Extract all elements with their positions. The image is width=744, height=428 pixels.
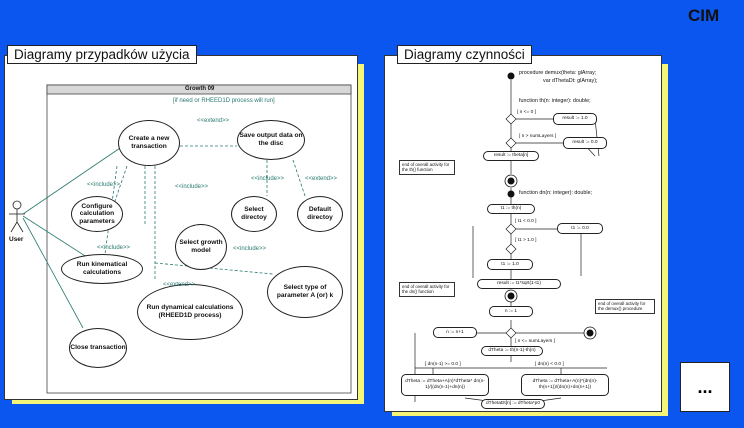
guard-num-layers: [ n > numLayers ] <box>519 134 557 139</box>
guard-dn-prev: [ dn(n-1) >= 0.0 ] <box>425 362 461 367</box>
activity-diagram-panel: Diagramy czynności procedure demux(theta… <box>384 45 662 412</box>
note-th-end: end of overall activity for the th() fun… <box>399 160 455 175</box>
more-button[interactable]: ... <box>680 362 730 412</box>
relation-extend-dynamical: <<extend>> <box>163 282 196 288</box>
guard-t1-negative: [ t1 < 0.0 ] <box>515 219 537 224</box>
use-case-default-directory[interactable]: Default directoy <box>297 196 343 232</box>
relation-include-directory: <<include>> <box>251 176 285 182</box>
procedure-header-line2: var dThetaDt: glArray); <box>543 78 598 84</box>
dtheta-box: dTheta := th(n-1)-th(n) <box>481 346 543 356</box>
t1-box: t1 := th(n) <box>487 204 535 214</box>
guard-n-zero: [ n <= 0 ] <box>517 110 536 115</box>
use-case-select-parameter[interactable]: Select type of parameter A (or) k <box>267 266 343 318</box>
guard-dn-current: [ dn(n) < 0.0 ] <box>535 362 564 367</box>
function-dn-header: function dn(n: integer): double; <box>519 190 593 196</box>
final-node-th <box>504 174 518 188</box>
procedure-header-line1: procedure demux(theta: glArray; <box>519 70 597 76</box>
note-dn-end: end of overall activity for the dn() fun… <box>399 282 455 297</box>
n-increment-box: n := n+1 <box>433 327 477 338</box>
relation-include-kinematical: <<include>> <box>97 245 131 251</box>
guard-loop: [ n <= numLayers ] <box>515 339 555 344</box>
relation-include-parameter: <<include>> <box>233 246 267 252</box>
use-case-run-kinematical[interactable]: Run kinematical calculations <box>61 254 143 284</box>
use-case-diagram-panel: Diagramy przypadków użycia Growth 09 Use… <box>4 45 358 400</box>
relation-extend-save: <<extend>> <box>197 118 230 124</box>
use-case-save-output[interactable]: Save output data on the disc <box>237 120 305 160</box>
result-zero-box: result := 0.0 <box>563 137 607 149</box>
use-case-select-directory[interactable]: Select directoy <box>231 196 277 232</box>
activity-connectors <box>414 72 607 403</box>
use-case-panel-title: Diagramy przypadków użycia <box>7 45 197 64</box>
corner-label: CIM <box>688 6 720 25</box>
result-theta-box: result := theta[n] <box>483 151 539 161</box>
initial-node-2 <box>507 190 515 198</box>
initial-node-1 <box>507 72 515 80</box>
actor-icon <box>9 200 25 233</box>
calc-right-box: dTheta := dTheta+A(n)*(dn(n)- th(n+1))/(… <box>521 374 609 396</box>
t1-zero-box: t1 := 0.0 <box>557 223 603 234</box>
use-case-configure-parameters[interactable]: Configure calculation parameters <box>71 196 123 232</box>
n-one-box: n := 1 <box>489 306 533 317</box>
use-case-create-transaction[interactable]: Create a new transaction <box>118 120 180 166</box>
assign-box: dThetaDt[n] := dTheta*p0 <box>481 399 545 409</box>
use-case-close-transaction[interactable]: Close transaction <box>69 328 127 368</box>
final-node-demux <box>583 326 597 340</box>
use-case-select-growth-model[interactable]: Select growth model <box>175 224 227 270</box>
final-node-dn <box>504 289 518 303</box>
actor-label: User <box>9 236 24 243</box>
use-case-run-dynamical[interactable]: Run dynamical calculations (RHEED1D proc… <box>137 284 243 340</box>
guard-note: [if need or RHEED1D process will run] <box>173 98 275 104</box>
function-th-header: function th(n: integer): double; <box>519 98 591 104</box>
relation-extend-default: <<extend>> <box>305 176 338 182</box>
guard-t1-over: [ t1 > 1.0 ] <box>515 238 537 243</box>
t1-one-box: t1 := 1.0 <box>487 259 533 270</box>
result-one-box: result := 1.0 <box>553 113 597 125</box>
calc-left-box: dTheta := dTheta+A(n)*dTheta* dn(n-1)/((… <box>401 374 489 396</box>
note-demux-end: end of overall activity for the demux() … <box>595 299 655 314</box>
relation-include-model: <<include>> <box>175 184 209 190</box>
result-dn-box: result := t1*sqrt(1-t1) <box>477 279 561 289</box>
activity-panel-title: Diagramy czynności <box>397 45 532 64</box>
system-boundary-title: Growth 09 <box>185 86 215 92</box>
relation-include-configure: <<include>> <box>87 182 121 188</box>
